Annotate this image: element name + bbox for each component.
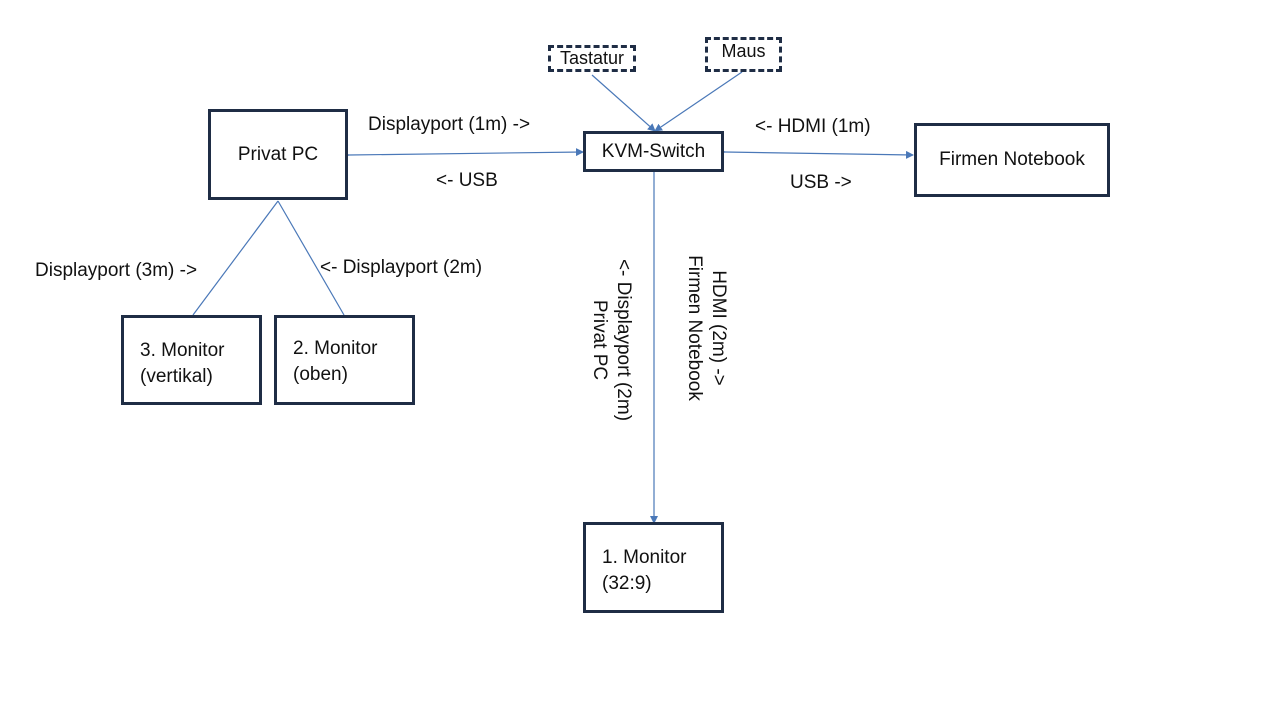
kvm-monitor1-hdmi-line2: Firmen Notebook (684, 255, 705, 401)
privat-pc-label: Privat PC (237, 143, 319, 165)
pc-kvm-usb-label: <- USB (436, 170, 498, 191)
monitor3-label-line1: 3. Monitor (140, 340, 225, 361)
kvm-notebook-usb-label: USB -> (790, 172, 852, 193)
monitor3-node: 3. Monitor (vertikal) (121, 315, 262, 405)
edge-pc-kvm (341, 148, 584, 160)
monitor2-label-line1: 2. Monitor (293, 338, 378, 359)
pc-monitor3-label: Displayport (3m) -> (35, 260, 198, 281)
firmen-notebook-node: Firmen Notebook (914, 123, 1110, 197)
privat-pc-node: Privat PC (208, 109, 348, 200)
kvm-switch-node: KVM-Switch (583, 131, 724, 172)
tastatur-label: Tastatur (559, 48, 625, 69)
maus-label: Maus (721, 41, 766, 62)
maus-node: Maus (705, 37, 782, 72)
kvm-monitor1-displayport-label: <- Displayport (2m) Privat PC (587, 240, 635, 440)
kvm-monitor1-hdmi-label: HDMI (2m) -> Firmen Notebook (682, 228, 730, 428)
pc-kvm-displayport-label: Displayport (1m) -> (368, 114, 531, 135)
edge-pc-monitor3 (192, 200, 279, 316)
kvm-notebook-hdmi-label: <- HDMI (1m) (755, 116, 871, 137)
edge-tastatur-kvm (591, 74, 656, 132)
kvm-switch-label: KVM-Switch (601, 140, 706, 162)
firmen-notebook-label: Firmen Notebook (939, 149, 1085, 171)
monitor1-node: 1. Monitor (32:9) (583, 522, 724, 613)
kvm-monitor1-displayport-line2: Privat PC (589, 299, 610, 381)
monitor1-label-line1: 1. Monitor (602, 547, 687, 568)
edge-kvm-notebook (717, 147, 914, 159)
kvm-monitor1-hdmi-line1: HDMI (2m) -> (708, 270, 729, 386)
edge-maus-kvm (654, 71, 743, 132)
pc-monitor2-label: <- Displayport (2m) (320, 257, 483, 278)
monitor3-label-line2: (vertikal) (140, 365, 213, 387)
tastatur-node: Tastatur (548, 45, 636, 72)
edge-pc-monitor2 (277, 200, 345, 316)
monitor2-label-line2: (oben) (293, 363, 348, 385)
monitor1-label-line2: (32:9) (602, 572, 652, 594)
monitor2-node: 2. Monitor (oben) (274, 315, 415, 405)
kvm-monitor1-displayport-line1: <- Displayport (2m) (613, 258, 634, 422)
